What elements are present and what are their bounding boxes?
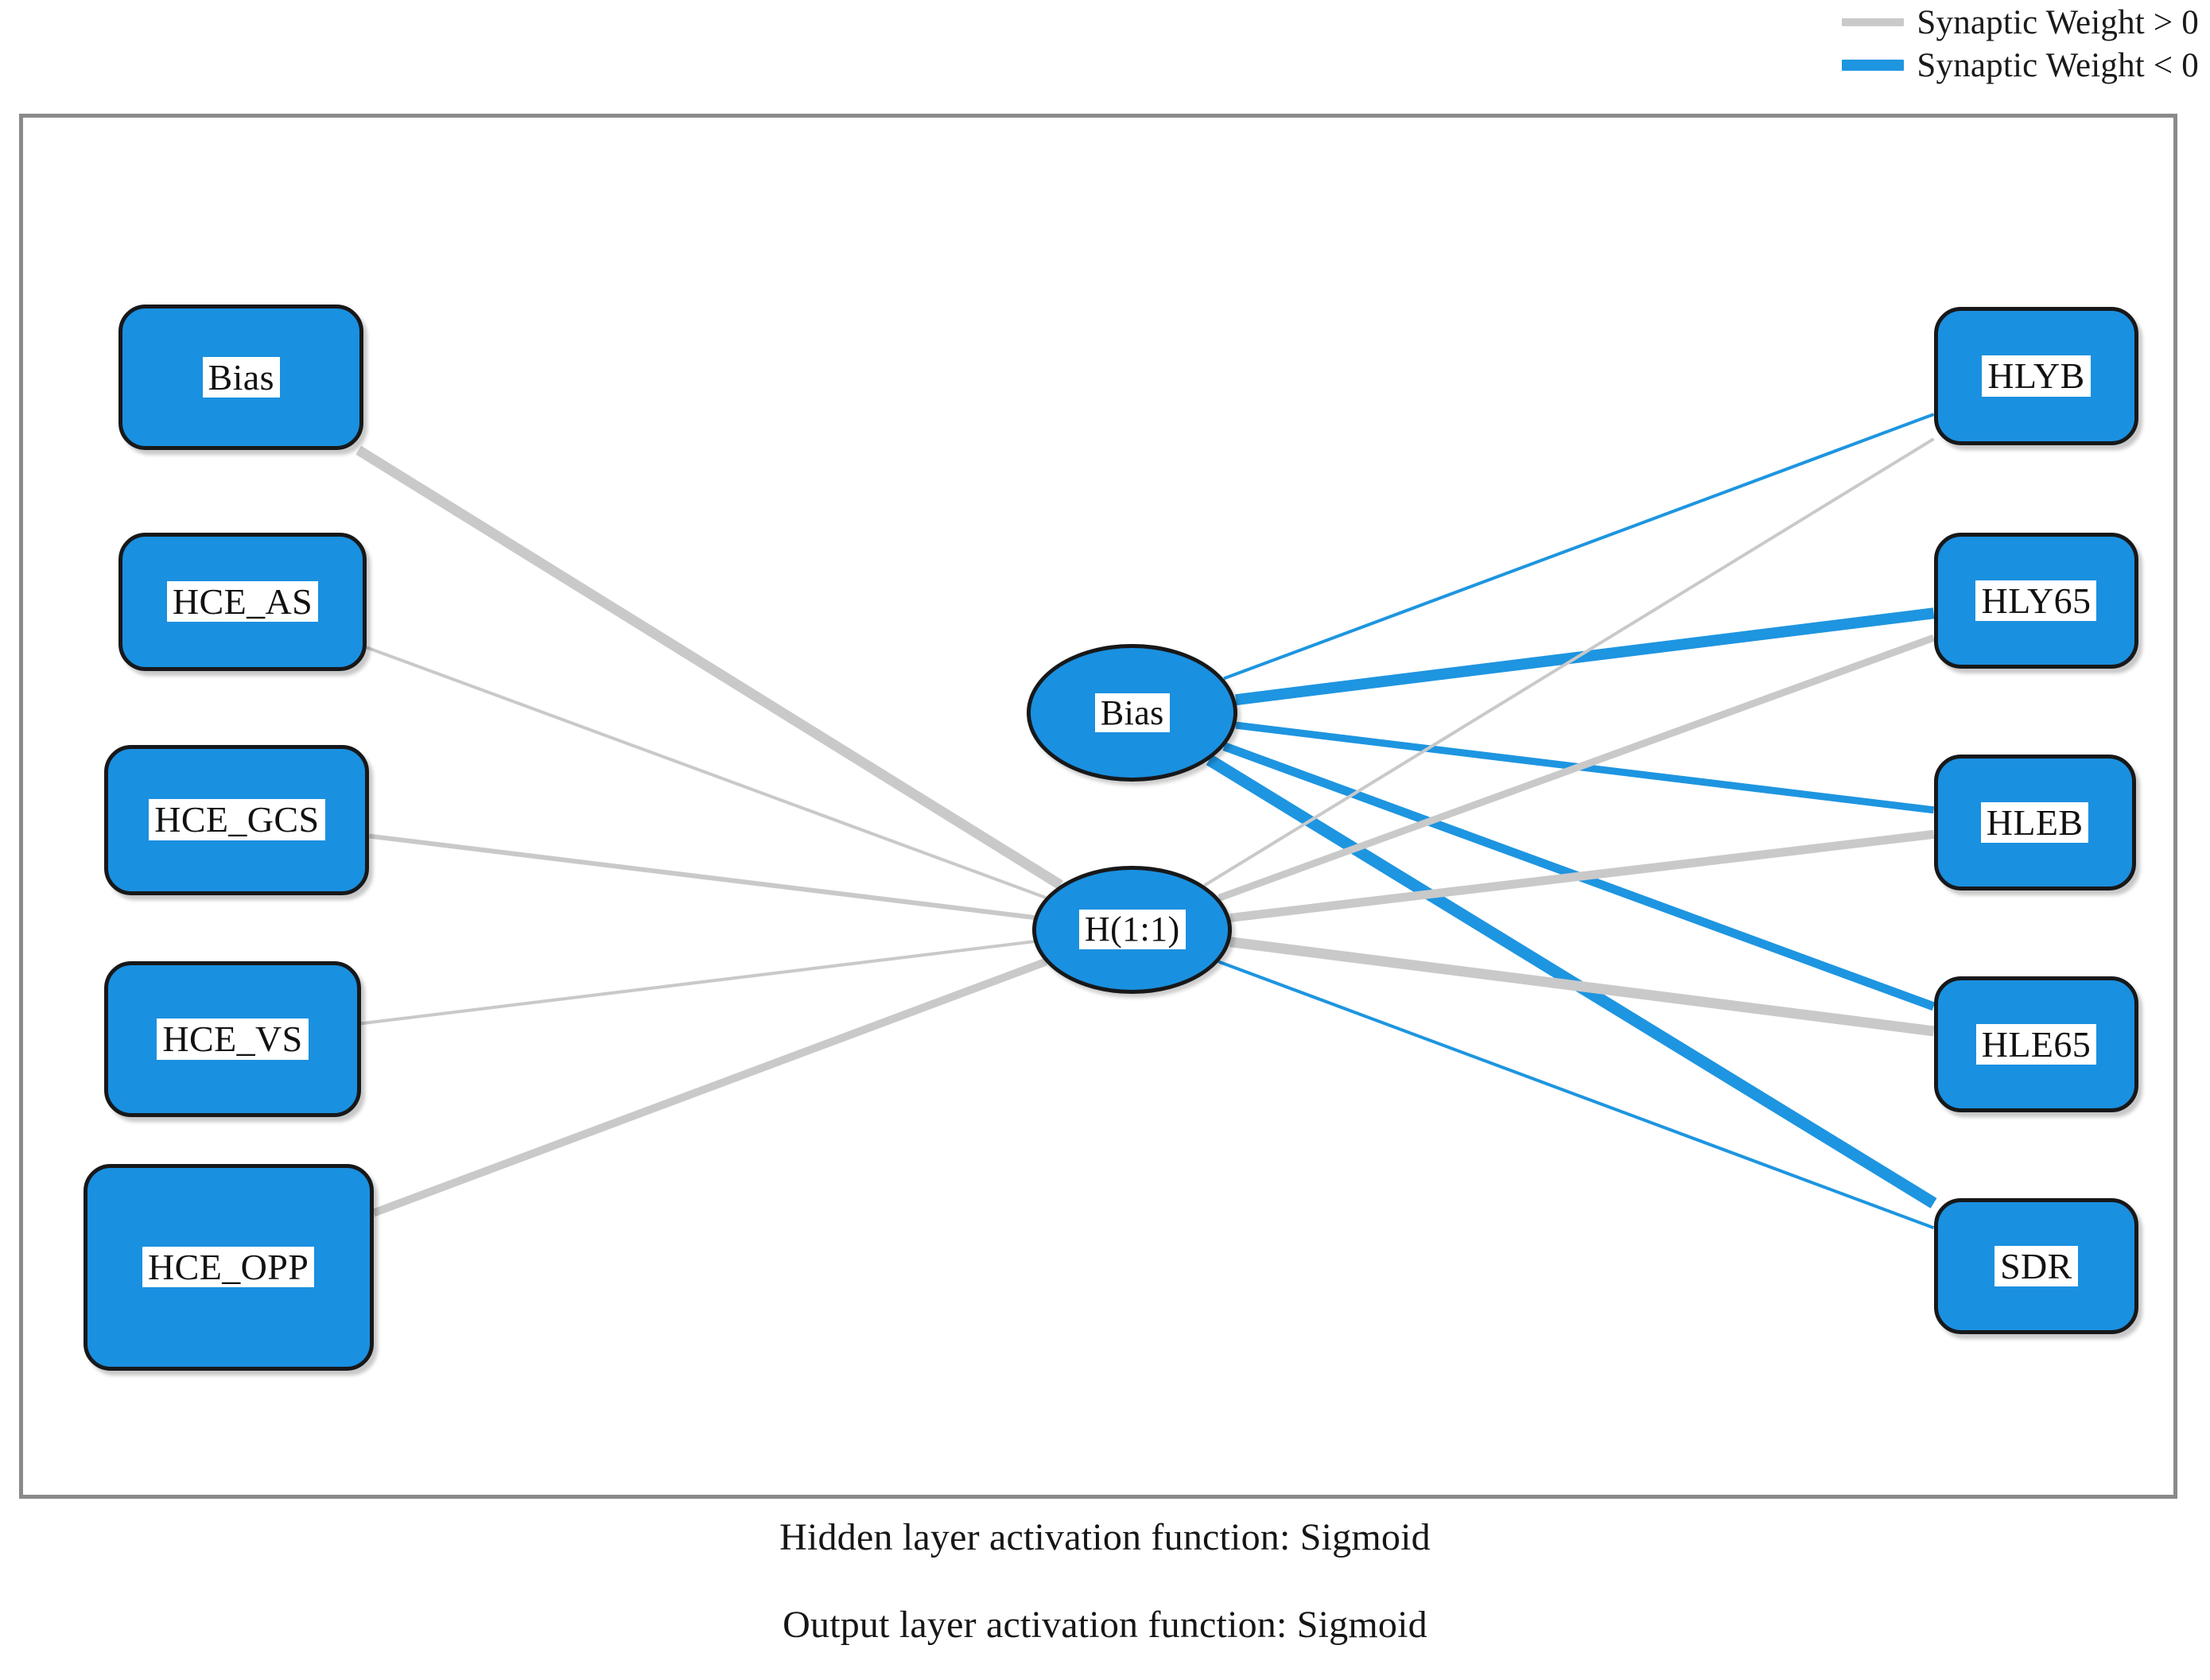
- positive-weight-swatch-icon: [1842, 18, 1905, 26]
- legend: Synaptic Weight > 0 Synaptic Weight < 0: [1842, 3, 2199, 84]
- node-in-hce-gcs[interactable]: HCE_GCS: [104, 744, 370, 895]
- node-out-hlyb[interactable]: HLYB: [1933, 307, 2139, 445]
- negative-weight-swatch-icon: [1842, 60, 1905, 71]
- node-label: HLE65: [1975, 1023, 2097, 1065]
- node-label: HCE_AS: [166, 581, 319, 623]
- node-in-hce-as[interactable]: HCE_AS: [118, 533, 367, 671]
- node-label: Bias: [202, 357, 280, 398]
- hidden-activation-caption: Hidden layer activation function: Sigmoi…: [779, 1516, 1431, 1558]
- node-label: HCE_GCS: [149, 799, 325, 840]
- node-label: HCE_VS: [157, 1018, 309, 1060]
- node-label: HLEB: [1980, 801, 2089, 843]
- node-label: SDR: [1994, 1245, 2078, 1286]
- node-label: Bias: [1094, 693, 1170, 732]
- node-out-sdr[interactable]: SDR: [1933, 1198, 2139, 1334]
- node-label: HLY65: [1975, 580, 2097, 621]
- node-out-hly65[interactable]: HLY65: [1933, 533, 2139, 669]
- node-h-1-1[interactable]: H(1:1): [1032, 865, 1233, 994]
- node-label: H(1:1): [1078, 910, 1186, 949]
- node-out-hle65[interactable]: HLE65: [1933, 976, 2139, 1112]
- output-activation-caption: Output layer activation function: Sigmoi…: [783, 1604, 1427, 1646]
- legend-item-negative: Synaptic Weight < 0: [1842, 46, 2199, 84]
- legend-label-negative: Synaptic Weight < 0: [1917, 46, 2199, 84]
- node-in-bias[interactable]: Bias: [118, 305, 364, 451]
- legend-item-positive: Synaptic Weight > 0: [1842, 3, 2199, 41]
- activation-captions: Hidden layer activation function: Sigmoi…: [0, 1519, 2210, 1680]
- node-out-hleb[interactable]: HLEB: [1933, 755, 2136, 890]
- node-in-hce-opp[interactable]: HCE_OPP: [83, 1163, 374, 1371]
- legend-label-positive: Synaptic Weight > 0: [1917, 3, 2199, 41]
- node-in-hce-vs[interactable]: HCE_VS: [104, 961, 361, 1117]
- node-label: HLYB: [1982, 355, 2091, 397]
- node-label: HCE_OPP: [142, 1247, 315, 1288]
- node-h-bias[interactable]: Bias: [1027, 643, 1238, 782]
